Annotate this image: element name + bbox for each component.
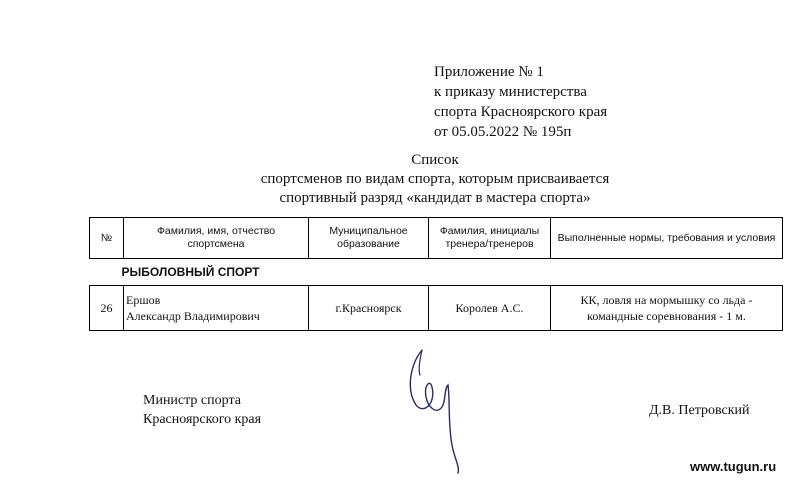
minister-line-2: Красноярского края: [143, 412, 262, 427]
annex-line-1: Приложение № 1: [434, 64, 544, 80]
section-title: РЫБОЛОВНЫЙ СПОРТ: [89, 258, 783, 286]
document-heading: Список спортсменов по видам спорта, кото…: [200, 151, 670, 208]
cell-num: 26: [89, 285, 124, 331]
minister-line-1: Министр спорта: [143, 393, 241, 408]
heading-line-3: спортивный разряд «кандидат в мастера сп…: [279, 190, 591, 206]
section-row: РЫБОЛОВНЫЙ СПОРТ: [89, 258, 783, 286]
header-num: №: [89, 217, 124, 259]
cell-name: Ершов Александр Владимирович: [123, 285, 309, 331]
cell-municipality: г.Красноярск: [308, 285, 429, 331]
athletes-table: № Фамилия, имя, отчество спортсмена Муни…: [89, 217, 783, 331]
header-coach: Фамилия, инициалы тренера/тренеров: [428, 217, 551, 259]
cell-norms-line-2: командные соревнования - 1 м.: [587, 309, 746, 323]
annex-block: Приложение № 1 к приказу министерства сп…: [434, 62, 607, 142]
header-name: Фамилия, имя, отчество спортсмена: [123, 217, 309, 259]
cell-name-surname: Ершов: [126, 293, 161, 307]
annex-line-2: к приказу министерства: [434, 84, 587, 100]
signature-image: [409, 349, 460, 474]
heading-line-2: спортсменов по видам спорта, которым при…: [260, 171, 610, 187]
minister-title: Министр спорта Красноярского края: [143, 391, 261, 429]
table-row: 26 Ершов Александр Владимирович г.Красно…: [89, 285, 783, 331]
cell-name-given: Александр Владимирович: [126, 309, 260, 323]
cell-coach: Королев А.С.: [428, 285, 551, 331]
header-norms: Выполненные нормы, требования и условия: [550, 217, 783, 259]
signer-name: Д.В. Петровский: [649, 403, 750, 418]
table-header-row: № Фамилия, имя, отчество спортсмена Муни…: [89, 217, 783, 259]
annex-line-3: спорта Красноярского края: [434, 104, 608, 120]
header-municipality: Муниципальное образование: [308, 217, 429, 259]
heading-title: Список: [411, 152, 459, 168]
cell-norms: КК, ловля на мормышку со льда - командны…: [550, 285, 783, 331]
site-watermark: www.tugun.ru: [690, 459, 777, 474]
annex-line-4: от 05.05.2022 № 195п: [434, 124, 572, 140]
cell-norms-line-1: КК, ловля на мормышку со льда -: [580, 293, 753, 307]
